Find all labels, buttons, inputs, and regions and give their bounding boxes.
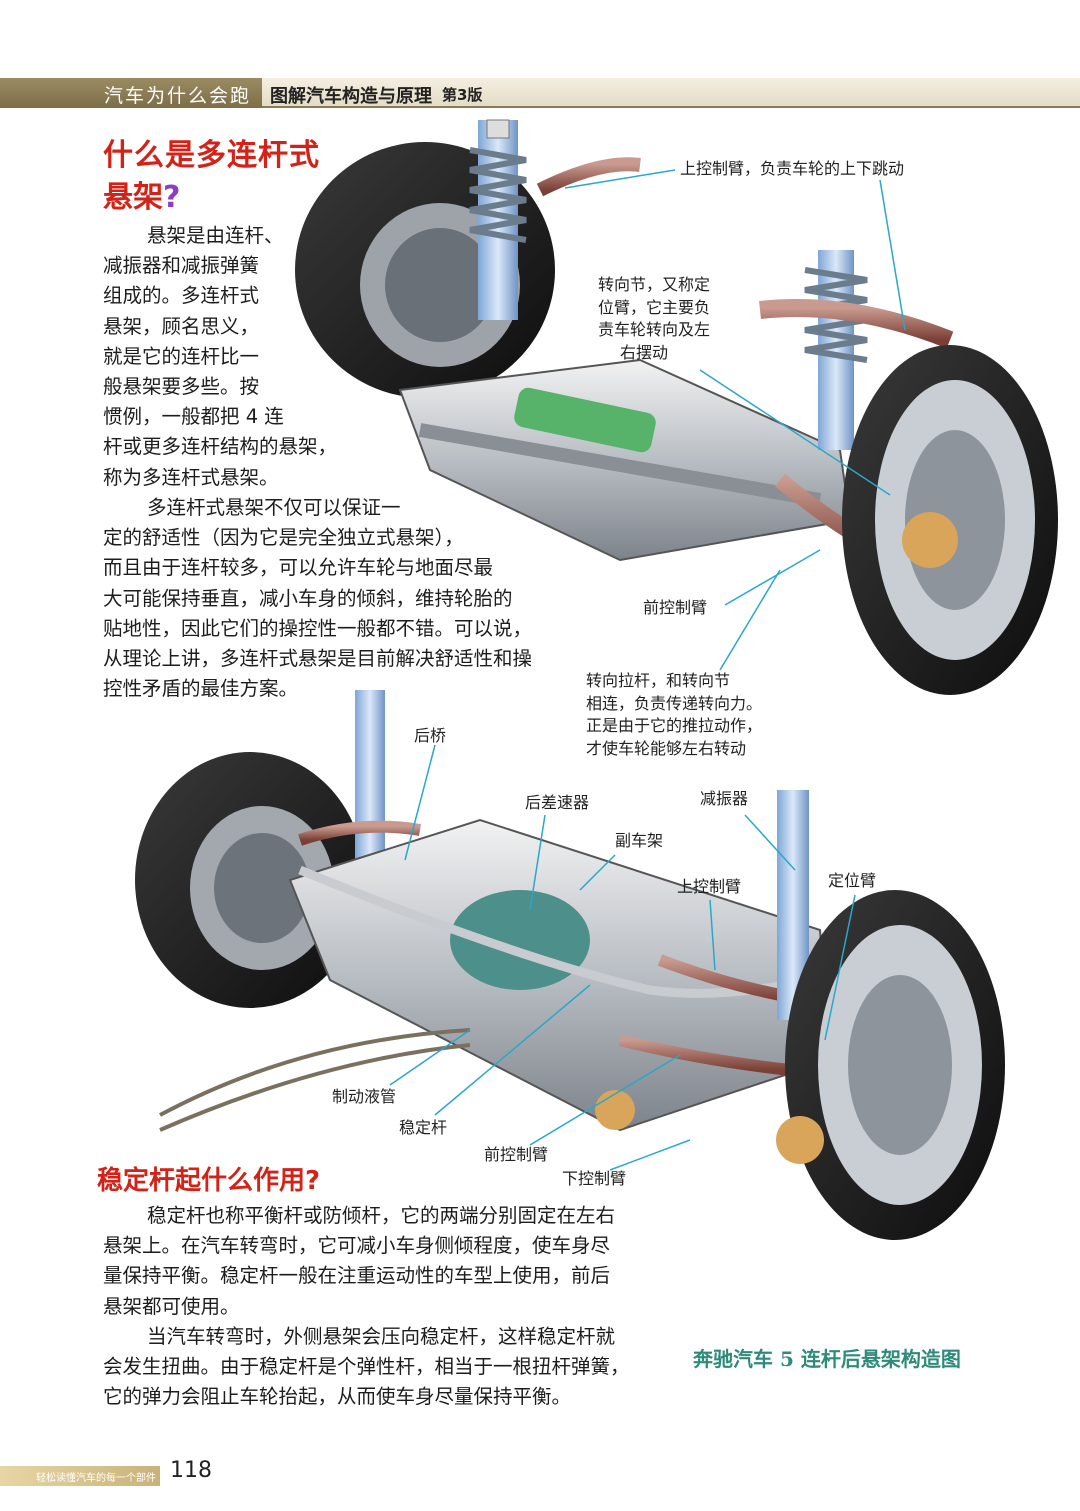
callout-lower-arm: 下控制臂 — [562, 1169, 627, 1188]
text-line: 悬架上。在汽车转弯时，它可减小车身侧倾程度，使车身尽 — [103, 1234, 611, 1258]
front-suspension-drawing — [295, 119, 1058, 695]
section1-paragraph1: 悬架是由连杆、 减振器和减振弹簧 组成的。多连杆式 悬架，顾名思义， 就是它的连… — [103, 221, 337, 493]
callout-tie-rod: 转向拉杆，和转向节 相连，负责传递转向力。 正是由于它的推拉动作， 才使车轮能够… — [586, 670, 762, 760]
text-line: 当汽车转弯时，外侧悬架会压向稳定杆，这样稳定杆就 — [147, 1325, 616, 1348]
text-line: 般悬架要多些。按 — [103, 375, 260, 399]
callout-rear-upper-arm: 上控制臂 — [677, 877, 742, 896]
text-line: 它的弹力会阻止车轮抬起，从而使车身尽量保持平衡。 — [103, 1385, 572, 1409]
callout-shock: 减振器 — [700, 789, 749, 808]
text-line: 贴地性，因此它们的操控性一般都不错。可以说， — [103, 616, 533, 640]
section1-heading-line1: 什么是多连杆式 — [103, 138, 320, 173]
question-mark: ? — [163, 180, 181, 215]
callout-stabilizer: 稳定杆 — [399, 1118, 448, 1137]
steering-rack — [514, 387, 656, 453]
callout-line: 右摆动 — [620, 342, 669, 362]
section1-heading-line2: 悬架? — [103, 172, 180, 216]
edition-label: 第3版 — [442, 86, 483, 104]
book-band: 图解汽车构造与原理 第3版 — [262, 78, 1080, 108]
text-line: 杆或更多连杆结构的悬架， — [103, 435, 338, 459]
text-line: 从理论上讲，多连杆式悬架是目前解决舒适性和操 — [103, 647, 533, 671]
callout-rear-axle: 后桥 — [414, 726, 447, 745]
series-band: 汽车为什么会跑 — [0, 78, 262, 108]
text-line: 减振器和减振弹簧 — [103, 254, 260, 278]
callout-front-upper-arm: 上控制臂，负责车轮的上下跳动 — [680, 159, 905, 178]
question-mark: ? — [305, 1166, 321, 1196]
callout-line: 正是由于它的推拉动作， — [586, 716, 763, 735]
text-line: 就是它的连杆比一 — [103, 344, 260, 368]
rear-suspension-drawing — [135, 690, 1005, 1240]
callout-line: 转向节，又称定 — [598, 275, 711, 294]
text-line: 悬架，顾名思义， — [103, 314, 260, 338]
section2-paragraph2: 当汽车转弯时，外侧悬架会压向稳定杆，这样稳定杆就 会发生扭曲。由于稳定杆是个弹性… — [103, 1322, 630, 1413]
leader-lines — [389, 169, 906, 1171]
callout-front-arm: 前控制臂 — [643, 598, 708, 617]
callout-brake-line: 制动液管 — [332, 1087, 397, 1106]
text-line: 惯例，一般都把 4 连 — [103, 405, 284, 429]
section2-heading-text: 稳定杆起什么作用 — [97, 1166, 306, 1196]
figure-caption: 奔驰汽车 5 连杆后悬架构造图 — [693, 1347, 961, 1371]
section2-heading: 稳定杆起什么作用? — [97, 1160, 320, 1197]
text-line: 控性矛盾的最佳方案。 — [103, 677, 299, 701]
text-line: 称为多连杆式悬架。 — [103, 465, 279, 489]
section1-heading-text: 悬架 — [103, 180, 163, 215]
series-title: 汽车为什么会跑 — [104, 85, 252, 107]
section1-paragraph2: 多连杆式悬架不仅可以保证一 定的舒适性（因为它是完全独立式悬架）， 而且由于连杆… — [103, 493, 532, 704]
callout-line: 转向拉杆，和转向节 — [586, 671, 731, 690]
callout-line: 责车轮转向及左 — [598, 320, 711, 339]
text-line: 而且由于连杆较多，可以允许车轮与地面尽最 — [103, 556, 494, 580]
page-number: 118 — [170, 1458, 212, 1483]
callout-rear-diff: 后差速器 — [525, 793, 590, 812]
book-title: 图解汽车构造与原理 — [270, 86, 432, 107]
footer-band: 轻松读懂汽车的每一个部件 — [0, 1466, 160, 1486]
text-line: 悬架都可使用。 — [103, 1294, 240, 1318]
callout-line: 位臂，它主要负 — [598, 297, 711, 317]
callout-subframe: 副车架 — [615, 831, 664, 850]
callout-locating-arm: 定位臂 — [828, 871, 877, 890]
text-line: 定的舒适性（因为它是完全独立式悬架）， — [103, 526, 464, 550]
text-line: 悬架是由连杆、 — [147, 224, 284, 247]
text-line: 组成的。多连杆式 — [103, 284, 260, 308]
text-line: 大可能保持垂直，减小车身的倾斜，维持轮胎的 — [103, 586, 513, 610]
callout-knuckle: 转向节，又称定 位臂，它主要负 责车轮转向及左 右摆动 — [598, 274, 710, 364]
page-header: 汽车为什么会跑 图解汽车构造与原理 第3版 — [0, 78, 1080, 108]
text-line: 稳定杆也称平衡杆或防倾杆，它的两端分别固定在左右 — [147, 1204, 616, 1227]
text-line: 多连杆式悬架不仅可以保证一 — [147, 496, 401, 519]
section2-paragraph1: 稳定杆也称平衡杆或防倾杆，它的两端分别固定在左右 悬架上。在汽车转弯时，它可减小… — [103, 1201, 615, 1322]
callout-line: 才使车轮能够左右转动 — [586, 738, 747, 758]
footer-band-text: 轻松读懂汽车的每一个部件 — [36, 1473, 156, 1484]
callout-rear-front-arm: 前控制臂 — [484, 1145, 549, 1164]
callout-line: 相连，负责传递转向力。 — [586, 693, 763, 713]
text-line: 量保持平衡。稳定杆一般在注重运动性的车型上使用，前后 — [103, 1264, 611, 1288]
text-line: 会发生扭曲。由于稳定杆是个弹性杆，相当于一根扭杆弹簧， — [103, 1355, 630, 1379]
